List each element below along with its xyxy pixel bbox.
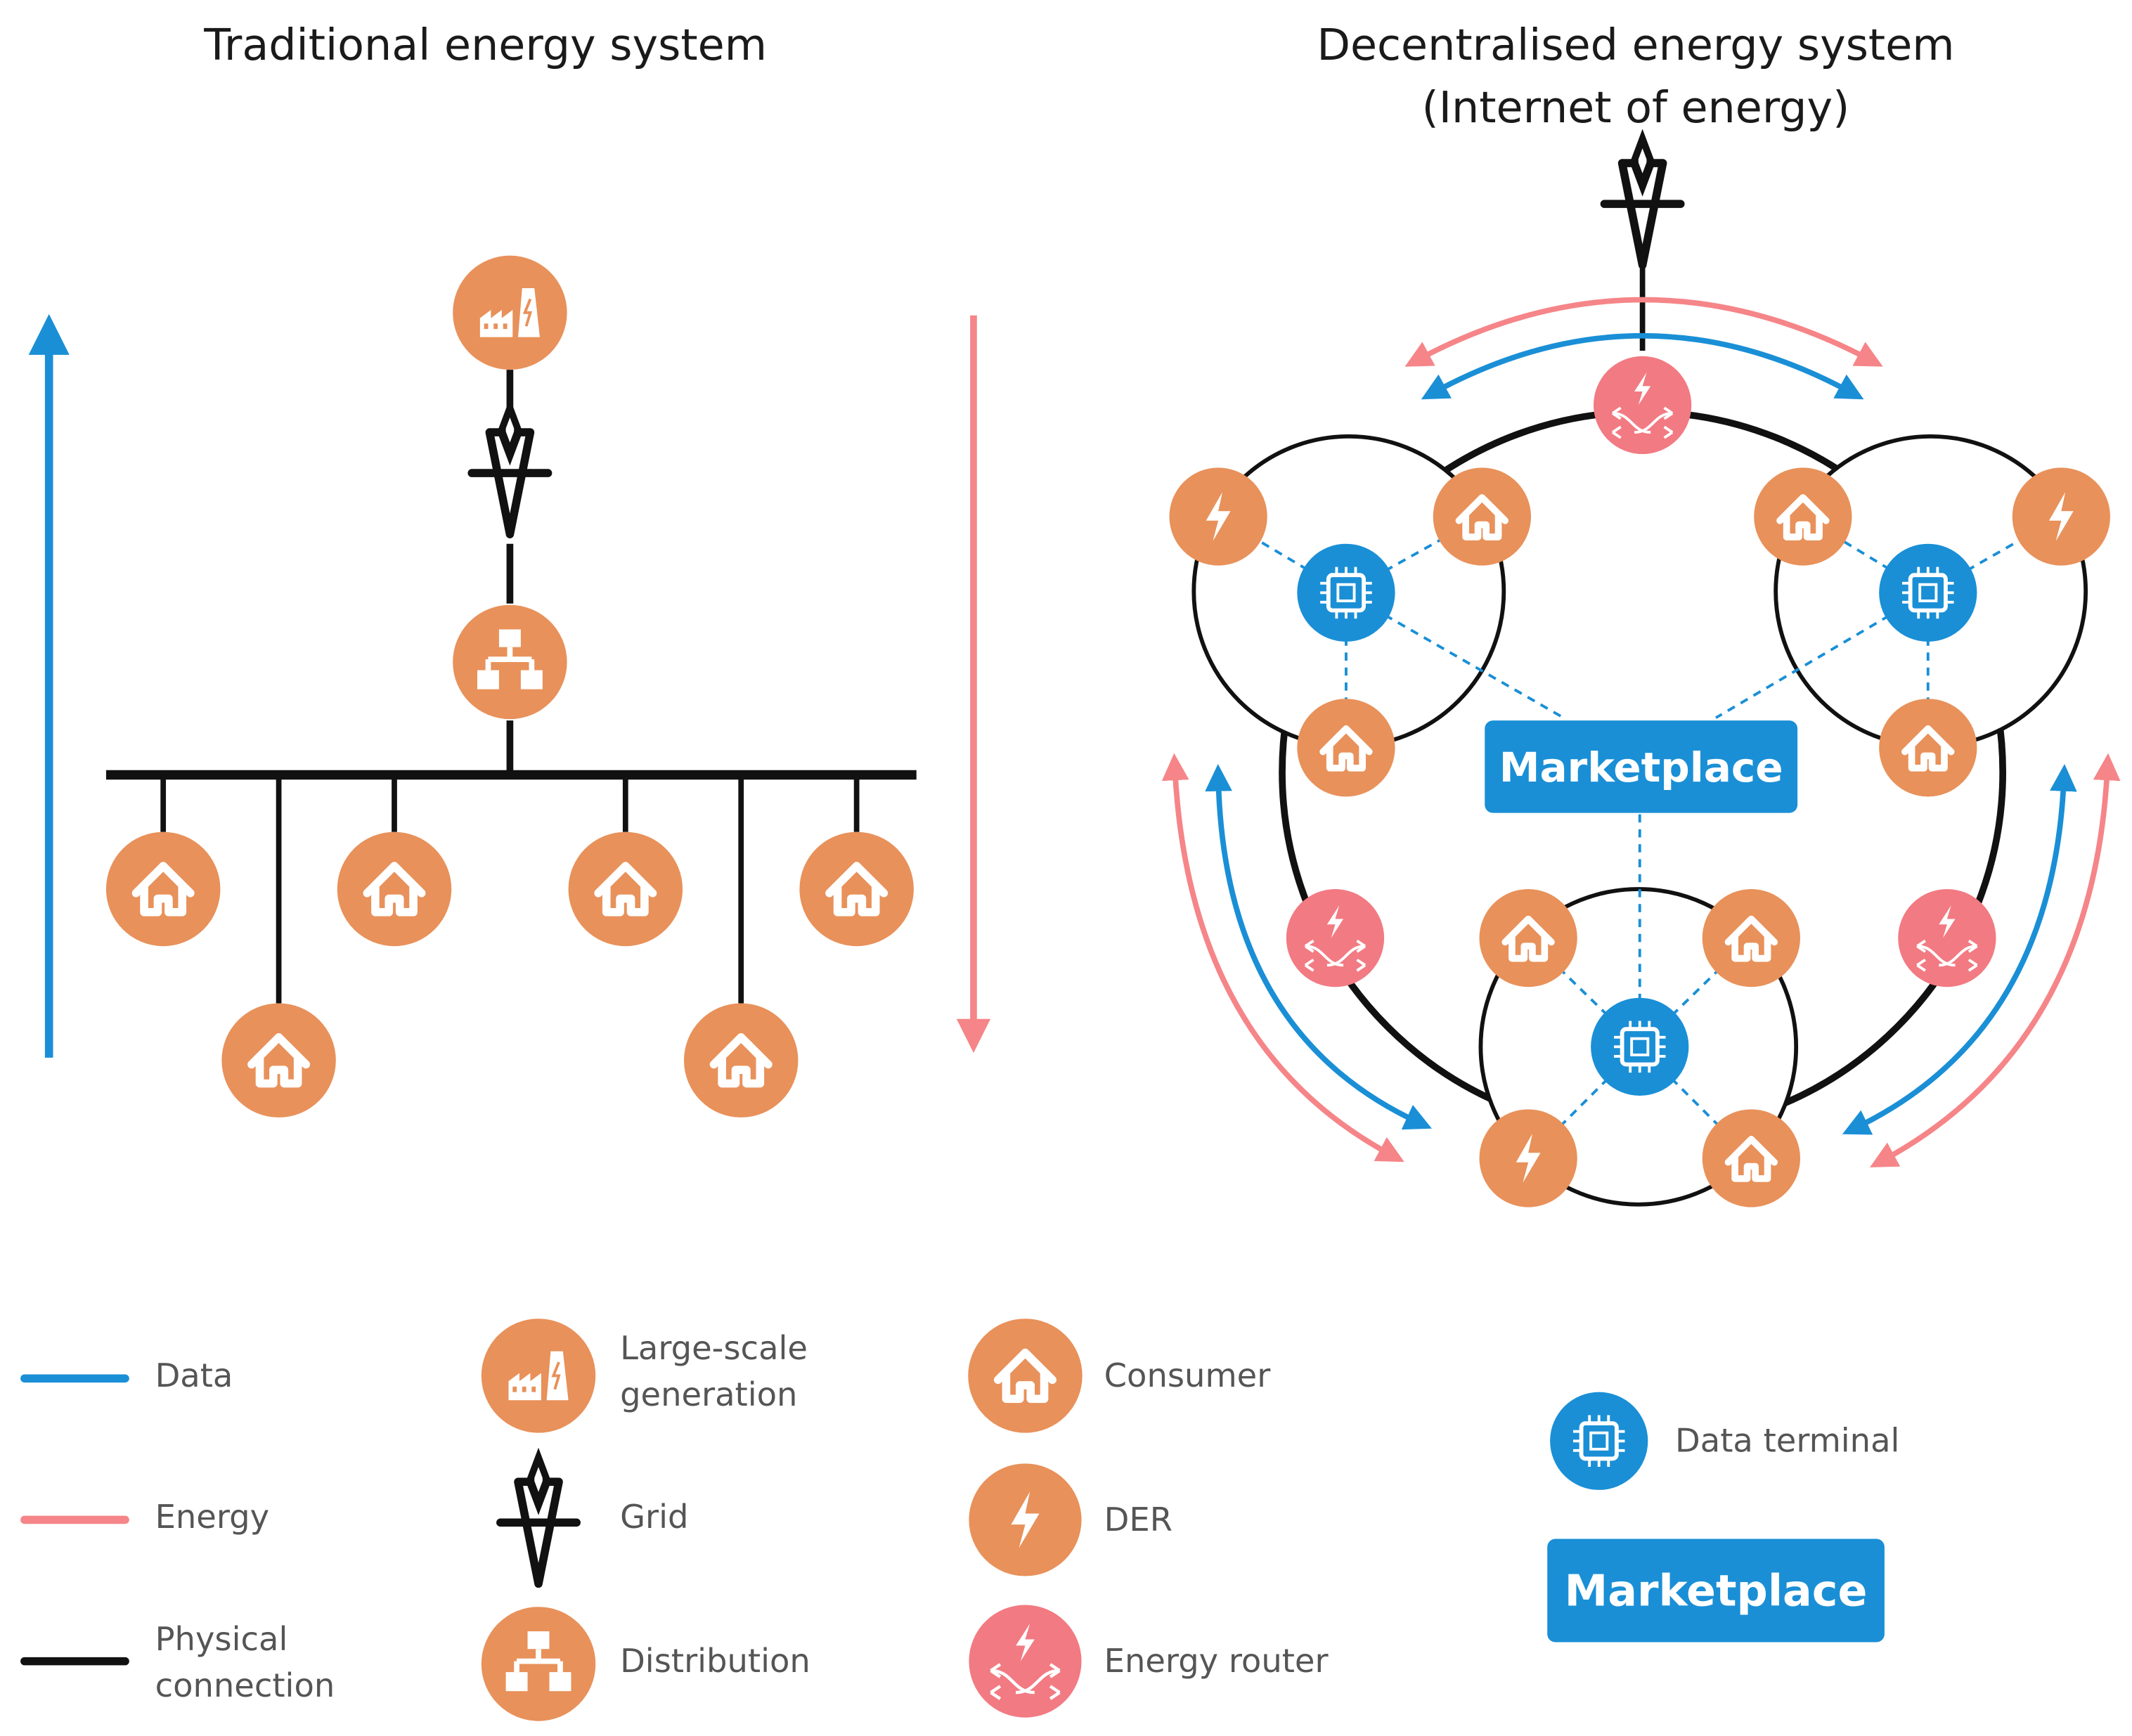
legend-large-scale-label-line1: Large-scale	[620, 1329, 808, 1367]
house-icon	[1297, 699, 1395, 796]
network-icon	[453, 605, 567, 719]
house-icon	[1433, 467, 1531, 565]
pylon-icon	[1604, 138, 1680, 265]
house-icon	[799, 832, 913, 946]
chip-icon	[1879, 544, 1977, 642]
router-icon	[969, 1605, 1081, 1718]
lightning-icon	[969, 1463, 1082, 1576]
house-icon	[684, 1003, 798, 1117]
data-flow-arrow	[1421, 332, 1864, 400]
legend-physical-label-line1: Physical	[155, 1620, 288, 1658]
lightning-icon	[2012, 467, 2110, 566]
chip-icon	[1550, 1392, 1648, 1490]
factory-icon	[479, 1317, 597, 1434]
house-icon	[968, 1319, 1082, 1432]
house-icon	[1480, 889, 1577, 987]
pylon-icon	[472, 408, 548, 534]
decentralised-system: Marketplace	[1161, 138, 2121, 1207]
house-icon	[569, 832, 683, 946]
house-icon	[106, 832, 220, 946]
legend-marketplace-label: Marketplace	[1565, 1565, 1868, 1616]
legend: Data Energy Physical connection Large-sc…	[20, 1317, 1899, 1721]
legend-marketplace-box	[1547, 1539, 1885, 1643]
legend-large-scale-label-line2: generation	[620, 1375, 797, 1413]
legend-data-label: Data	[155, 1356, 233, 1394]
legend-energy-label: Energy	[155, 1498, 269, 1536]
router-icon	[1897, 888, 1998, 989]
legend-energy-router-label: Energy router	[1104, 1642, 1329, 1680]
house-icon	[1879, 699, 1977, 796]
house-icon	[1703, 889, 1800, 987]
lightning-icon	[1169, 467, 1267, 566]
house-icon	[337, 832, 451, 946]
legend-grid-label: Grid	[620, 1498, 688, 1536]
legend-der-label: DER	[1104, 1501, 1172, 1539]
marketplace-box	[1485, 720, 1798, 813]
traditional-title: Traditional energy system	[203, 20, 767, 70]
marketplace-label: Marketplace	[1499, 744, 1783, 791]
data-flow-arrow	[1205, 764, 1432, 1130]
decentralised-title-line2: (Internet of energy)	[1422, 82, 1850, 133]
lightning-icon	[1479, 1109, 1577, 1207]
legend-data-terminal-label: Data terminal	[1675, 1422, 1899, 1460]
chip-icon	[1591, 998, 1688, 1096]
house-icon	[221, 1003, 335, 1117]
factory-icon	[451, 254, 569, 372]
house-icon	[1754, 467, 1852, 565]
legend-distribution-label: Distribution	[620, 1642, 810, 1680]
router-icon	[1284, 888, 1386, 989]
traditional-system	[28, 254, 991, 1118]
decentralised-title-line1: Decentralised energy system	[1317, 20, 1954, 70]
energy-flow-arrow	[1404, 297, 1883, 367]
chip-icon	[1297, 544, 1395, 642]
pylon-icon	[500, 1457, 576, 1583]
data-flow-arrow	[1842, 764, 2077, 1135]
legend-physical-label-line2: connection	[155, 1666, 335, 1704]
legend-consumer-label: Consumer	[1104, 1356, 1272, 1394]
network-icon	[482, 1607, 595, 1721]
house-icon	[1703, 1109, 1800, 1207]
router-icon	[1592, 354, 1693, 455]
